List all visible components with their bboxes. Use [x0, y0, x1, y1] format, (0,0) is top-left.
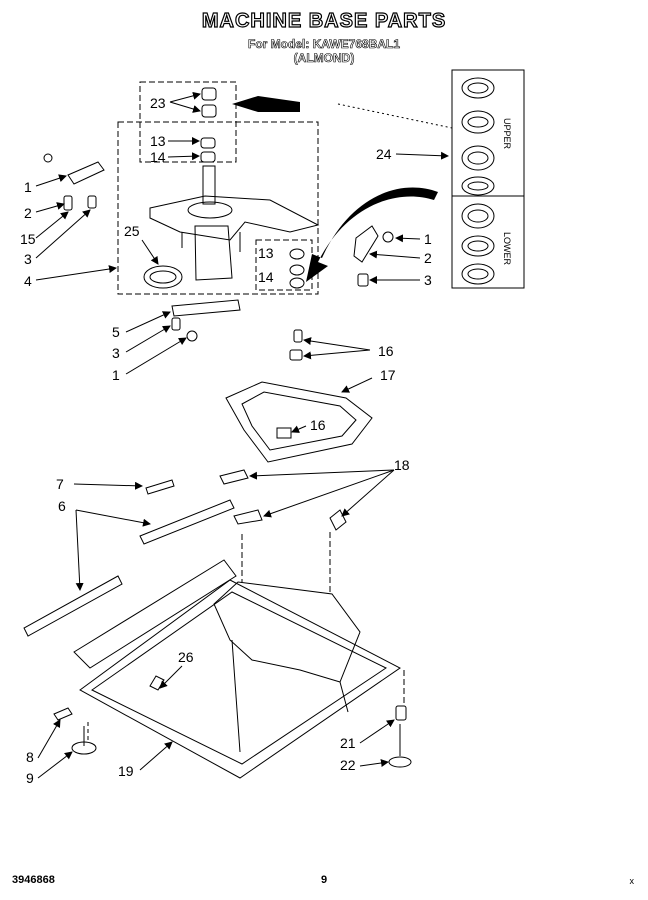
callout-16b: 16	[310, 417, 326, 433]
callout-17: 17	[380, 367, 396, 383]
callout-2b: 2	[424, 250, 432, 266]
strap-6a	[139, 499, 235, 545]
callout-14b: 14	[258, 269, 274, 285]
frame-17	[225, 381, 373, 463]
seal-kit-box	[451, 69, 525, 289]
leg-support	[213, 581, 361, 683]
callout-2a: 2	[24, 205, 32, 221]
callout-1b: 1	[424, 231, 432, 247]
upper-kit-label: UPPER	[502, 118, 512, 150]
callout-6: 6	[58, 498, 66, 514]
callout-15: 15	[20, 231, 36, 247]
clip-left	[67, 161, 105, 185]
gear-housing	[194, 225, 233, 281]
lower-kit-label: LOWER	[502, 232, 512, 266]
shaft	[202, 165, 216, 205]
callout-25: 25	[124, 223, 140, 239]
callout-22: 22	[340, 757, 356, 773]
callout-5: 5	[112, 324, 120, 340]
clip-5	[171, 299, 241, 317]
bearing-13	[200, 137, 216, 149]
bearing-23a	[201, 87, 217, 101]
callout-3c: 3	[112, 345, 120, 361]
callout-26: 26	[178, 649, 194, 665]
bearing-14	[200, 151, 216, 163]
model-line: For Model: KAWE768BAL1	[247, 37, 401, 52]
tub-support-spider	[149, 195, 320, 241]
callout-8: 8	[26, 749, 34, 765]
callout-4: 4	[24, 273, 32, 289]
callout-3b: 3	[424, 272, 432, 288]
callout-1a: 1	[24, 179, 32, 195]
callout-23: 23	[150, 95, 166, 111]
transmission-box	[117, 121, 319, 295]
strap-6b	[23, 575, 123, 637]
callout-18: 18	[394, 457, 410, 473]
clip-right	[353, 225, 379, 263]
page-number: 9	[320, 874, 328, 886]
spring-7	[145, 479, 175, 495]
callout-13b: 13	[258, 245, 274, 261]
callout-21: 21	[340, 735, 356, 751]
callout-16a: 16	[378, 343, 394, 359]
callout-14a: 14	[150, 149, 166, 165]
callout-9: 9	[26, 770, 34, 786]
callout-1c: 1	[112, 367, 120, 383]
foot-22	[388, 756, 412, 768]
callout-7: 7	[56, 476, 64, 492]
page-title: MACHINE BASE PARTS	[201, 9, 447, 32]
base-frame-19	[79, 579, 401, 779]
callout-13a: 13	[150, 133, 166, 149]
document-number: 3946868	[12, 874, 55, 886]
corner-mark: x	[629, 876, 635, 886]
callout-19: 19	[118, 763, 134, 779]
seal-25	[143, 265, 183, 289]
callout-24: 24	[376, 146, 392, 162]
callout-3a: 3	[24, 251, 32, 267]
color-line: (ALMOND)	[293, 51, 355, 66]
bearing-23b	[201, 104, 217, 118]
cabinet-side-panel	[73, 559, 237, 669]
